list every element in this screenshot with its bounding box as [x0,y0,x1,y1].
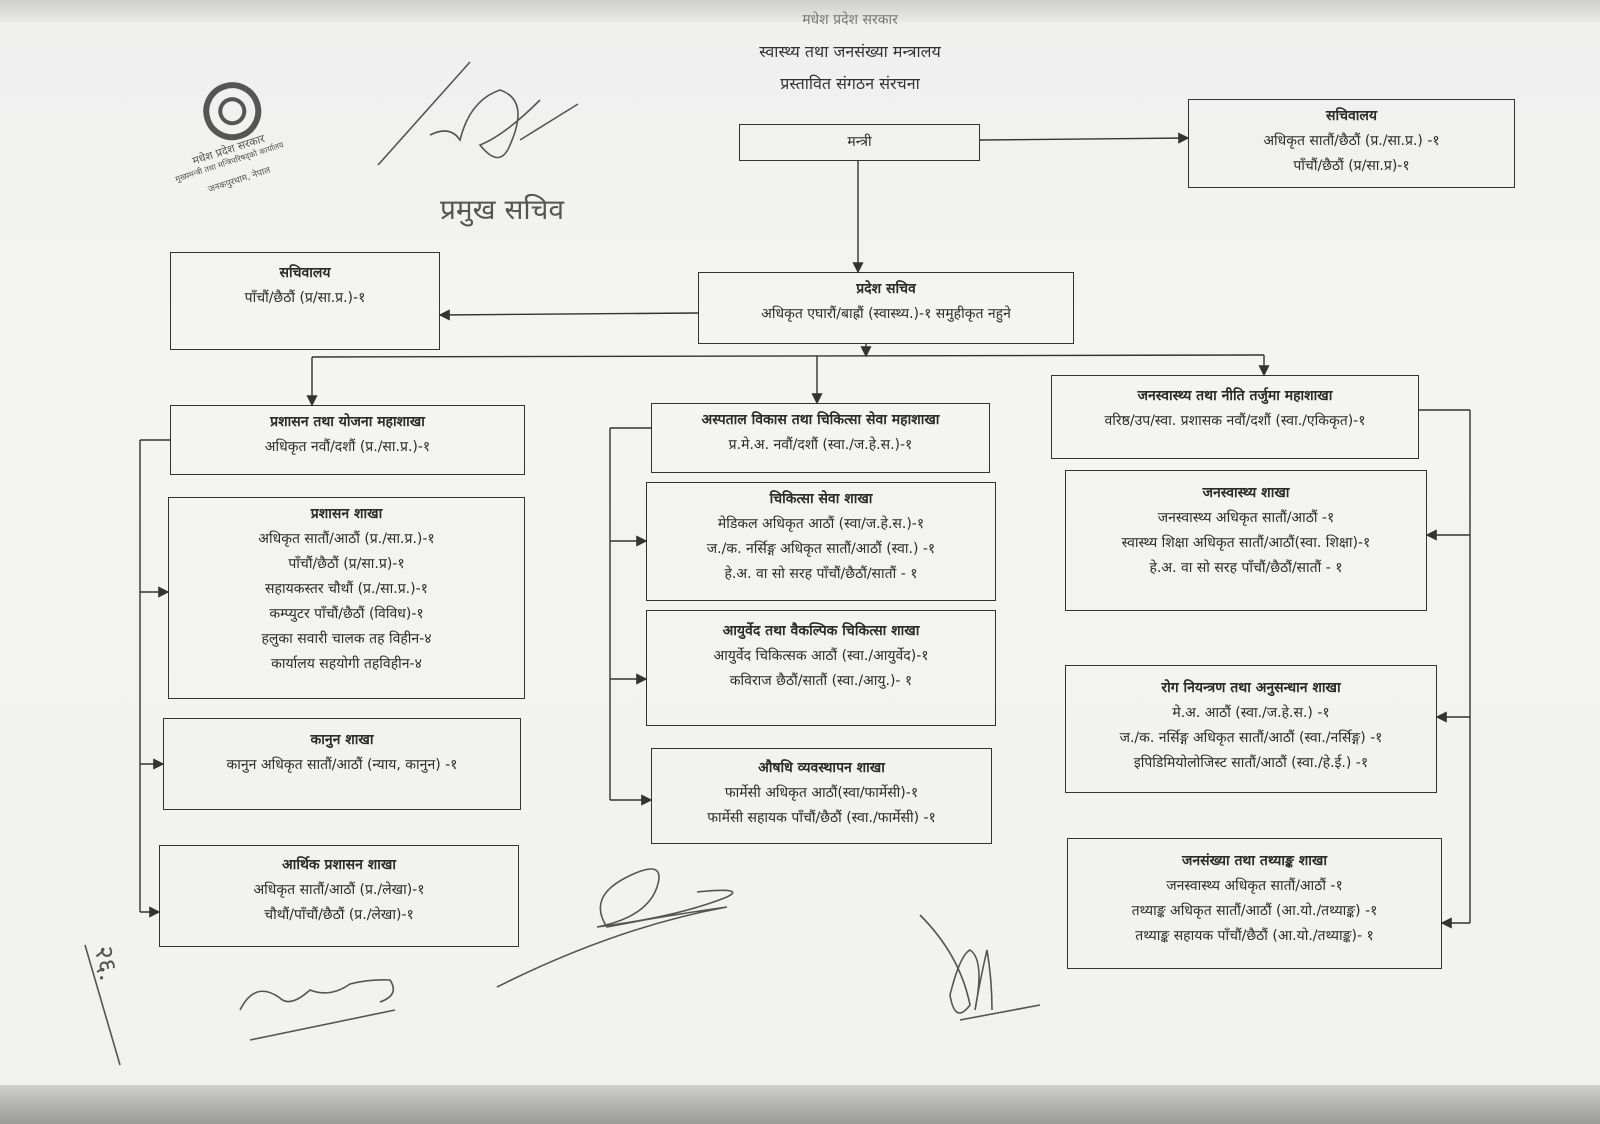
position-line: कविराज छैठौं/सातौं (स्वा./आयु.)- १ [729,673,913,689]
position-line: पाँचौं/छैठौं (प्र/सा.प्र)-१ [288,556,405,572]
position-line: अधिकृत सातौं/आठौं (प्र./सा.प्र.)-१ [258,531,435,547]
node-secretary-secretariat-title: सचिवालय [279,265,331,281]
header-line-3: प्रस्तावित संगठन संरचना [780,74,920,93]
node-minister: मन्त्री [739,124,980,161]
position-line: अधिकृत सातौं/छैठौं (प्र./सा.प्र.) -१ [1263,133,1440,149]
node-secretary: प्रदेश सचिव अधिकृत एघारौं/बाह्रौं (स्वास… [698,272,1074,344]
position-line: पाँचौं/छैठौं (प्र/सा.प्र)-१ [1293,158,1410,174]
position-line: जनस्वास्थ्य अधिकृत सातौं/आठौं -१ [1157,510,1335,526]
node-hospital-division-title: अस्पताल विकास तथा चिकित्सा सेवा महाशाखा [701,412,940,428]
office-stamp: मधेश प्रदेश सरकार मुख्यमन्त्री तथा मन्त्… [152,60,329,211]
node-pharmacy-section-title: औषधि व्यवस्थापन शाखा [758,760,885,776]
node-law-section: कानुन शाखा कानुन अधिकृत सातौं/आठौं (न्या… [163,718,521,810]
node-minister-title: मन्त्री [847,134,872,150]
position-line: वरिष्ठ/उप/स्वा. प्रशासक नवौं/दशौं (स्वा.… [1104,413,1366,429]
node-disease-control-section-title: रोग नियन्त्रण तथा अनुसन्धान शाखा [1161,680,1341,696]
position-line: फार्मेसी अधिकृत आठौं(स्वा/फार्मेसी)-१ [724,785,919,801]
connector-secretary-secretariat [438,309,699,321]
node-public-health-division-title: जनस्वास्थ्य तथा नीति तर्जुमा महाशाखा [1137,388,1333,404]
header-line-2: स्वास्थ्य तथा जनसंख्या मन्त्रालय [759,42,941,61]
signature-margin-line [84,944,121,1066]
node-public-health-section: जनस्वास्थ्य शाखा जनस्वास्थ्य अधिकृत सातौ… [1065,470,1427,611]
node-finance-section: आर्थिक प्रशासन शाखा अधिकृत सातौं/आठौं (प… [159,845,519,947]
page-fold [0,0,1600,22]
node-law-section-title: कानुन शाखा [310,732,374,748]
node-medical-service-section-title: चिकित्सा सेवा शाखा [769,491,873,507]
header-line-1: मधेश प्रदेश सरकार [802,12,898,28]
node-minister-secretariat-title: सचिवालय [1325,108,1377,124]
connector-division-bus [311,354,1265,358]
node-medical-service-section: चिकित्सा सेवा शाखा मेडिकल अधिकृत आठौं (स… [646,482,996,601]
signature-left [239,979,396,1041]
node-public-health-division: जनस्वास्थ्य तथा नीति तर्जुमा महाशाखा वरि… [1051,375,1419,459]
position-line: हे.अ. वा सो सरह पाँचौं/छैठौं/सातौं - १ [724,566,918,582]
node-hospital-division: अस्पताल विकास तथा चिकित्सा सेवा महाशाखा … [651,403,990,473]
node-secretary-title: प्रदेश सचिव [856,281,916,297]
position-line: जनस्वास्थ्य अधिकृत सातौं/आठौं -१ [1166,878,1343,894]
position-line: कम्प्युटर पाँचौं/छैठौं (विविध)-१ [269,606,424,622]
node-secretary-secretariat: सचिवालय पाँचौं/छैठौं (प्र/सा.प्र.)-१ [170,252,440,350]
node-disease-control-section: रोग नियन्त्रण तथा अनुसन्धान शाखा मे.अ. आ… [1065,665,1437,793]
position-line: मेडिकल अधिकृत आठौं (स्वा/ज.हे.स.)-१ [717,516,925,532]
position-line: तथ्याङ्क सहायक पाँचौं/छैठौं (आ.यो./तथ्या… [1135,928,1374,944]
signature-center [496,868,734,988]
node-admin-planning-division-title: प्रशासन तथा योजना महाशाखा [270,414,425,430]
node-public-health-section-title: जनस्वास्थ्य शाखा [1202,485,1290,501]
position-line: फार्मेसी सहायक पाँचौं/छैठौं (स्वा./फार्म… [707,810,936,826]
signature-top-scribble [377,61,579,166]
node-pharmacy-section: औषधि व्यवस्थापन शाखा फार्मेसी अधिकृत आठौ… [651,748,992,844]
handwritten-signatures [84,61,1041,1066]
position-line: अधिकृत एघारौं/बाह्रौं (स्वास्थ्य.)-१ समु… [761,306,1011,322]
signature-right [919,914,1041,1021]
position-line: आयुर्वेद चिकित्सक आठौं (स्वा./आयुर्वेद)-… [713,648,929,664]
position-line: तथ्याङ्क अधिकृत सातौं/आठौं (आ.यो./तथ्याङ… [1131,903,1378,919]
position-line: अधिकृत सातौं/आठौं (प्र./लेखा)-१ [253,882,425,898]
position-line: हलुका सवारी चालक तह विहीन-४ [261,631,432,647]
position-line: अधिकृत नवौं/दशौं (प्र./सा.प्र.)-१ [264,439,431,455]
position-line: सहायकस्तर चौथौं (प्र./सा.प्र.)-१ [265,581,428,597]
page-shadow [0,1085,1600,1124]
node-admin-planning-division: प्रशासन तथा योजना महाशाखा अधिकृत नवौं/दश… [170,405,525,475]
position-line: ज./क. नर्सिङ्ग अधिकृत सातौं/आठौं (स्वा./… [1119,730,1383,746]
position-line: हे.अ. वा सो सरह पाँचौं/छैठौं/सातौं - १ [1149,560,1343,576]
node-admin-section-title: प्रशासन शाखा [310,506,383,522]
chief-secretary-label: प्रमुख सचिव [440,193,565,226]
position-line: कार्यालय सहयोगी तहविहीन-४ [271,656,422,672]
node-admin-section: प्रशासन शाखा अधिकृत सातौं/आठौं (प्र./सा.… [168,497,525,699]
stamp-emblem-icon [203,82,262,141]
node-ayurveda-section-title: आयुर्वेद तथा वैकल्पिक चिकित्सा शाखा [722,623,920,639]
position-line: प्र.मे.अ. नवौं/दशौं (स्वा./ज.हे.स.)-१ [728,437,913,453]
node-minister-secretariat: सचिवालय अधिकृत सातौं/छैठौं (प्र./सा.प्र.… [1188,99,1515,188]
node-ayurveda-section: आयुर्वेद तथा वैकल्पिक चिकित्सा शाखा आयुर… [646,610,996,726]
connector-minister-secretariat [979,132,1190,144]
position-line: चौथौं/पाँचौं/छैठौं (प्र./लेखा)-१ [264,907,414,923]
node-population-stats-section-title: जनसंख्या तथा तथ्याङ्क शाखा [1182,853,1327,869]
node-finance-section-title: आर्थिक प्रशासन शाखा [282,857,396,873]
position-line: स्वास्थ्य शिक्षा अधिकृत सातौं/आठौं(स्वा.… [1121,535,1371,551]
position-line: ज./क. नर्सिङ्ग अधिकृत सातौं/आठौं (स्वा.)… [706,541,936,557]
position-line: मे.अ. आठौं (स्वा./ज.हे.स.) -१ [1172,705,1330,721]
position-line: इपिडिमियोलोजिस्ट सातौं/आठौं (स्वा./हे.ई.… [1133,755,1369,771]
position-line: कानुन अधिकृत सातौं/आठौं (न्याय, कानुन) -… [226,757,458,773]
position-line: पाँचौं/छैठौं (प्र/सा.प्र.)-१ [244,290,366,306]
node-population-stats-section: जनसंख्या तथा तथ्याङ्क शाखा जनस्वास्थ्य अ… [1067,838,1442,969]
